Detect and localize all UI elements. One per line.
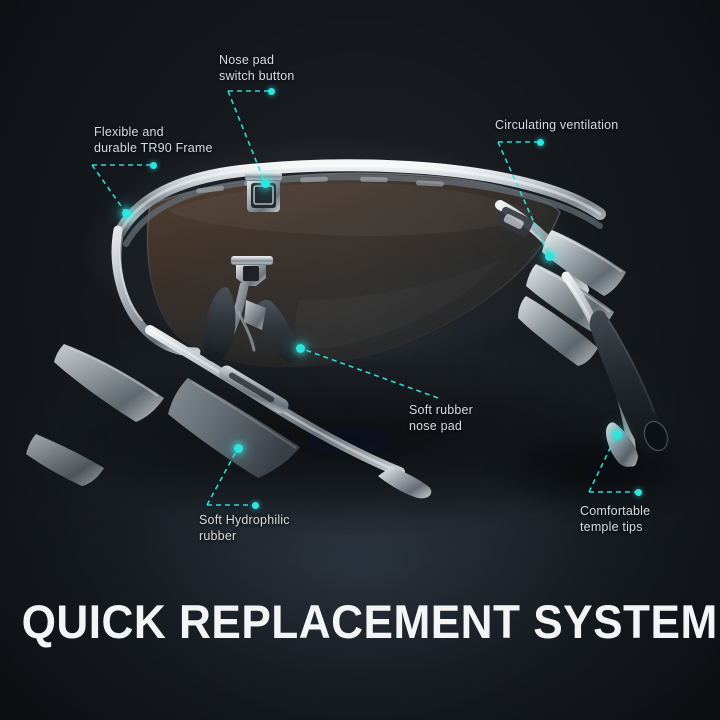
callout-hub-dot-comfortable-temple-tips <box>634 488 642 496</box>
callout-leader-diagonal <box>227 90 266 184</box>
callout-hub-dot-flexible-tr90-frame <box>149 161 157 169</box>
callout-target-dot-circulating-ventilation[interactable] <box>544 251 554 261</box>
callout-target-dot-soft-hydrophilic-rubber[interactable] <box>233 443 243 453</box>
callout-hub-dot-soft-hydrophilic-rubber <box>251 501 259 509</box>
callout-hub-dot-circulating-ventilation <box>536 138 544 146</box>
callout-label-circulating-ventilation: Circulating ventilation <box>495 118 619 132</box>
callout-label-nose-pad-switch-button: Nose pad switch button <box>219 53 295 83</box>
callout-target-dot-soft-rubber-nose-pad[interactable] <box>295 343 305 353</box>
callout-target-dot-comfortable-temple-tips[interactable] <box>612 429 622 439</box>
callout-target-dot-nose-pad-switch-button[interactable] <box>260 178 270 188</box>
callout-leader-diagonal <box>299 347 439 399</box>
callout-leader-diagonal <box>206 447 239 506</box>
callout-leader-diagonal <box>497 141 550 257</box>
callout-hub-dot-nose-pad-switch-button <box>267 87 275 95</box>
callout-label-comfortable-temple-tips: Comfortable temple tips <box>580 504 651 534</box>
callout-leader-diagonal <box>91 164 127 214</box>
callout-target-dot-flexible-tr90-frame[interactable] <box>121 208 131 218</box>
page-title: QUICK REPLACEMENT SYSTEM <box>21 595 718 648</box>
callout-leader-diagonal <box>588 433 618 493</box>
callout-label-flexible-tr90-frame: Flexible and durable TR90 Frame <box>94 125 213 155</box>
callout-label-soft-hydrophilic-rubber: Soft Hydrophilic rubber <box>199 513 290 543</box>
callout-label-soft-rubber-nose-pad: Soft rubber nose pad <box>409 403 474 433</box>
